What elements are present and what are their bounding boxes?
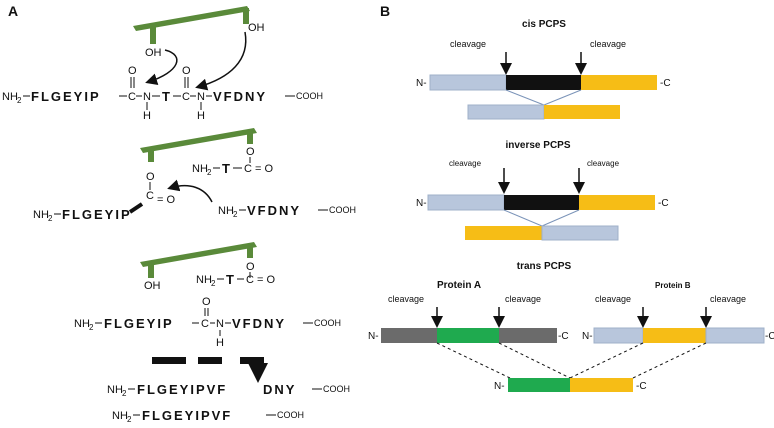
svg-text:inverse PCPS: inverse PCPS bbox=[505, 140, 570, 151]
svg-text:cleavage: cleavage bbox=[587, 159, 620, 168]
svg-text:= O: = O bbox=[255, 163, 273, 175]
svg-text:2: 2 bbox=[233, 210, 238, 219]
svg-text:VFDNY: VFDNY bbox=[213, 89, 267, 104]
svg-text:C: C bbox=[201, 318, 209, 330]
svg-text:FLGEYIP: FLGEYIP bbox=[31, 89, 101, 104]
svg-text:N-: N- bbox=[368, 331, 379, 342]
svg-text:NH: NH bbox=[218, 205, 234, 217]
svg-text:cleavage: cleavage bbox=[505, 294, 541, 304]
svg-text:N: N bbox=[197, 91, 205, 103]
peptide-row-3: O NH 2 FLGEYIP C N H VFDNY COOH bbox=[74, 296, 341, 349]
svg-text:NH: NH bbox=[112, 410, 128, 422]
svg-text:COOH: COOH bbox=[277, 410, 304, 420]
inverse-pcps: inverse PCPS cleavage cleavage N- -C bbox=[416, 140, 669, 241]
svg-text:2: 2 bbox=[207, 168, 212, 177]
svg-text:N: N bbox=[143, 91, 151, 103]
svg-text:O: O bbox=[246, 261, 255, 273]
svg-text:COOH: COOH bbox=[314, 318, 341, 328]
svg-text:-C: -C bbox=[636, 381, 647, 392]
product-peptide-2: NH 2 FLGEYIPVF COOH bbox=[112, 408, 304, 424]
proteasome-bar-1 bbox=[133, 6, 250, 44]
svg-text:O: O bbox=[128, 65, 137, 77]
svg-text:O: O bbox=[146, 171, 155, 183]
svg-text:cis PCPS: cis PCPS bbox=[522, 19, 566, 30]
svg-text:-C: -C bbox=[765, 331, 774, 342]
svg-text:VFDNY: VFDNY bbox=[232, 316, 286, 331]
peptide-row-2: NH 2 FLGEYIP NH 2 VFDNY COOH bbox=[33, 203, 356, 223]
svg-text:2: 2 bbox=[17, 96, 22, 105]
svg-text:NH: NH bbox=[2, 91, 18, 103]
svg-text:N-: N- bbox=[416, 198, 427, 209]
svg-text:C: C bbox=[182, 91, 190, 103]
svg-text:-C: -C bbox=[658, 198, 669, 209]
product-peptide-1: NH 2 FLGEYIPVF DNY COOH bbox=[107, 382, 350, 398]
svg-text:NH: NH bbox=[107, 384, 123, 396]
svg-text:T: T bbox=[162, 89, 170, 104]
svg-text:cleavage: cleavage bbox=[449, 159, 482, 168]
curved-arrow-icon bbox=[195, 31, 247, 91]
svg-text:C: C bbox=[146, 190, 154, 202]
svg-text:N-: N- bbox=[582, 331, 593, 342]
svg-text:FLGEYIPVF: FLGEYIPVF bbox=[142, 408, 232, 423]
panel-a-label: A bbox=[8, 3, 18, 19]
svg-text:cleavage: cleavage bbox=[388, 294, 424, 304]
curved-arrow-icon bbox=[167, 179, 213, 203]
svg-text:Protein B: Protein B bbox=[655, 281, 691, 290]
svg-text:O: O bbox=[202, 296, 211, 308]
svg-text:OH: OH bbox=[144, 280, 161, 292]
svg-text:2: 2 bbox=[211, 279, 216, 288]
trans-pcps: trans PCPS Protein A Protein B cleavage … bbox=[368, 261, 774, 392]
curved-arrow-icon bbox=[145, 49, 178, 86]
svg-text:cleavage: cleavage bbox=[590, 39, 626, 49]
svg-text:Protein A: Protein A bbox=[437, 280, 481, 291]
svg-text:C: C bbox=[244, 163, 252, 175]
proteasome-bar-3 bbox=[140, 242, 257, 278]
svg-text:trans PCPS: trans PCPS bbox=[517, 261, 572, 272]
proteasome-bar-2 bbox=[140, 128, 257, 162]
svg-text:COOH: COOH bbox=[329, 205, 356, 215]
cis-pcps: cis PCPS cleavage cleavage N- -C bbox=[416, 19, 671, 120]
svg-text:C: C bbox=[246, 274, 254, 286]
svg-text:= O: = O bbox=[157, 194, 175, 206]
svg-text:VFDNY: VFDNY bbox=[247, 203, 301, 218]
svg-text:T: T bbox=[222, 161, 230, 176]
svg-text:O: O bbox=[246, 146, 255, 158]
svg-text:N-: N- bbox=[494, 381, 505, 392]
dashes bbox=[152, 357, 268, 383]
svg-text:DNY: DNY bbox=[263, 382, 296, 397]
svg-text:COOH: COOH bbox=[296, 91, 323, 101]
svg-text:H: H bbox=[197, 110, 205, 122]
svg-text:2: 2 bbox=[48, 214, 53, 223]
svg-text:2: 2 bbox=[89, 323, 94, 332]
svg-text:FLGEYIP: FLGEYIP bbox=[62, 207, 132, 222]
svg-text:2: 2 bbox=[127, 415, 132, 424]
oh-left: OH bbox=[145, 47, 162, 59]
oh-right: OH bbox=[248, 22, 265, 34]
svg-text:2: 2 bbox=[122, 389, 127, 398]
svg-text:-C: -C bbox=[660, 78, 671, 89]
svg-text:C: C bbox=[128, 91, 136, 103]
svg-text:H: H bbox=[216, 337, 224, 349]
svg-text:cleavage: cleavage bbox=[595, 294, 631, 304]
peptide-row-1: NH 2 FLGEYIP C O N H T C O N H VFDNY COO… bbox=[2, 65, 323, 122]
svg-text:NH: NH bbox=[33, 209, 49, 221]
svg-text:N-: N- bbox=[416, 78, 427, 89]
svg-text:T: T bbox=[226, 272, 234, 287]
svg-text:NH: NH bbox=[74, 318, 90, 330]
svg-text:NH: NH bbox=[196, 274, 212, 286]
svg-text:cleavage: cleavage bbox=[450, 39, 486, 49]
svg-text:-C: -C bbox=[558, 331, 569, 342]
svg-text:H: H bbox=[143, 110, 151, 122]
svg-text:= O: = O bbox=[257, 274, 275, 286]
panel-b-label: B bbox=[380, 3, 390, 19]
svg-text:COOH: COOH bbox=[323, 384, 350, 394]
svg-text:NH: NH bbox=[192, 163, 208, 175]
svg-text:cleavage: cleavage bbox=[710, 294, 746, 304]
svg-text:FLGEYIP: FLGEYIP bbox=[104, 316, 174, 331]
svg-text:N: N bbox=[216, 318, 224, 330]
svg-text:FLGEYIPVF: FLGEYIPVF bbox=[137, 382, 227, 397]
svg-text:O: O bbox=[182, 65, 191, 77]
